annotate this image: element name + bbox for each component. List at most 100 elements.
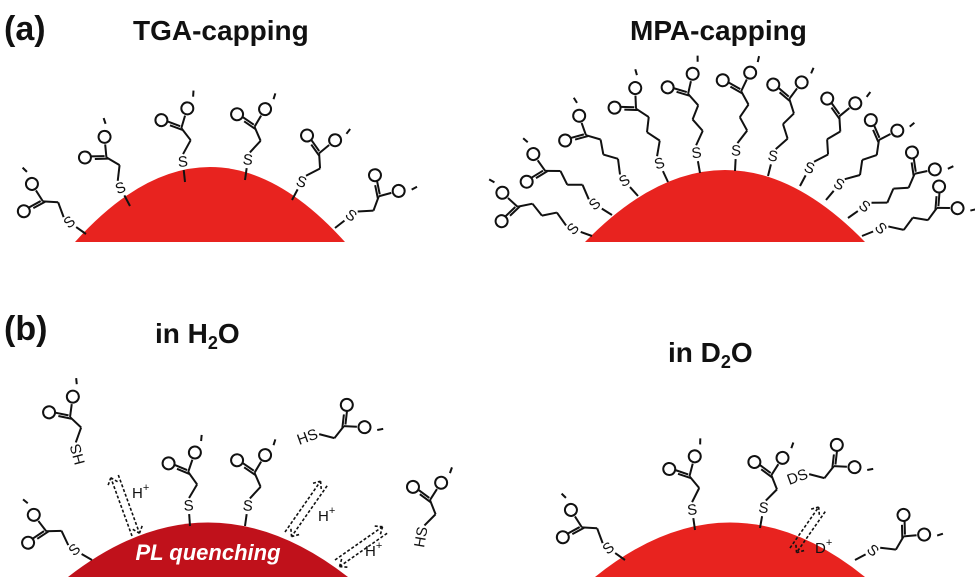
bond	[810, 506, 819, 510]
bond	[903, 521, 906, 535]
bond	[339, 565, 348, 569]
bond	[176, 467, 190, 475]
bond	[696, 161, 701, 174]
bond	[912, 158, 917, 172]
bond	[580, 230, 593, 237]
bond	[200, 434, 203, 442]
carbonyl-oxygen	[932, 179, 947, 194]
bond	[272, 93, 277, 100]
carboxylate-oxygen	[685, 66, 700, 81]
carboxylate-oxygen	[526, 147, 541, 162]
bond	[676, 90, 690, 97]
bond	[810, 67, 815, 74]
carboxylate-oxygen	[180, 101, 195, 116]
bond	[522, 137, 529, 144]
carbonyl-oxygen	[555, 530, 570, 545]
carboxylate-oxygen	[328, 133, 343, 148]
bond	[936, 206, 950, 210]
bond	[634, 95, 638, 109]
sulfur-atom: S	[564, 220, 583, 239]
proton-label: H+	[365, 540, 382, 560]
bond	[645, 116, 650, 133]
bond	[823, 465, 835, 479]
bond	[740, 90, 750, 106]
bond	[249, 140, 262, 154]
bond	[927, 207, 938, 221]
bond	[376, 180, 381, 195]
bond	[374, 185, 379, 199]
bond	[46, 529, 62, 533]
bond	[825, 190, 835, 201]
carbonyl-oxygen	[660, 80, 675, 95]
carboxylate-oxygen	[890, 123, 905, 138]
carboxylate-oxygen	[917, 527, 932, 542]
bond	[411, 185, 418, 191]
bond	[55, 411, 69, 417]
bond	[341, 414, 345, 428]
bond	[736, 129, 748, 144]
bond	[333, 425, 345, 439]
bond	[603, 153, 619, 160]
carbonyl-oxygen	[519, 174, 534, 189]
bond	[695, 130, 704, 146]
bond	[192, 90, 195, 97]
bond	[826, 139, 830, 155]
bond	[756, 55, 761, 63]
carbonyl-oxygen	[77, 150, 92, 165]
bond	[739, 104, 750, 118]
carboxylate-oxygen	[687, 449, 702, 464]
bond	[656, 140, 661, 157]
bond	[688, 463, 694, 477]
bound-tga-ligand: S	[154, 90, 195, 183]
pl-quenching-label: PL quenching	[135, 540, 281, 565]
bond	[937, 192, 941, 207]
bound-tga-ligand: S	[334, 168, 418, 229]
free-tga-ligand: HS	[42, 378, 89, 467]
bound-tga-ligand: S	[747, 442, 795, 529]
carboxylate-oxygen	[24, 176, 39, 191]
bond	[872, 129, 880, 143]
bond	[417, 489, 430, 499]
bond	[759, 464, 772, 474]
panel-a-label: (a)	[4, 10, 46, 48]
bond	[429, 499, 437, 515]
bond	[338, 558, 343, 567]
sulfur-atom: S	[342, 206, 360, 226]
sulfur-atom: S	[731, 142, 742, 159]
carbonyl-oxygen	[300, 128, 315, 143]
bond	[35, 189, 44, 202]
bound-tga-ligand: S	[230, 93, 277, 181]
carbonyl-oxygen	[230, 107, 245, 122]
bond	[782, 112, 795, 125]
bond	[374, 525, 383, 528]
bond	[132, 528, 140, 534]
carbonyl-oxygen	[367, 168, 382, 183]
h2o-nanocrystal	[68, 522, 348, 577]
bond	[692, 517, 696, 531]
bond	[728, 81, 741, 91]
carbonyl-oxygen	[21, 535, 36, 550]
bond	[873, 125, 881, 139]
bond	[75, 226, 87, 235]
bond	[765, 488, 778, 502]
bond	[844, 174, 861, 181]
carbonyl-oxygen	[339, 397, 354, 412]
panel-b-label: (b)	[4, 310, 47, 348]
sulfur-atom: S	[871, 219, 890, 238]
bond	[947, 165, 954, 170]
carboxylate-oxygen	[495, 185, 510, 200]
carbonyl-oxygen	[558, 133, 573, 148]
bond	[138, 525, 143, 534]
bound-mpa-ligand: S	[607, 68, 669, 183]
bond	[560, 492, 567, 499]
deuteron-label: D+	[815, 537, 832, 557]
sulfur-atom: S	[242, 497, 254, 515]
carbonyl-oxygen	[820, 91, 835, 106]
bond	[559, 170, 569, 186]
carboxylate-oxygen	[357, 420, 372, 435]
bond	[423, 513, 437, 527]
bond	[914, 169, 928, 175]
bond	[795, 544, 798, 553]
carboxylate-oxygen	[563, 502, 578, 517]
thiol-group: HS	[295, 426, 320, 449]
